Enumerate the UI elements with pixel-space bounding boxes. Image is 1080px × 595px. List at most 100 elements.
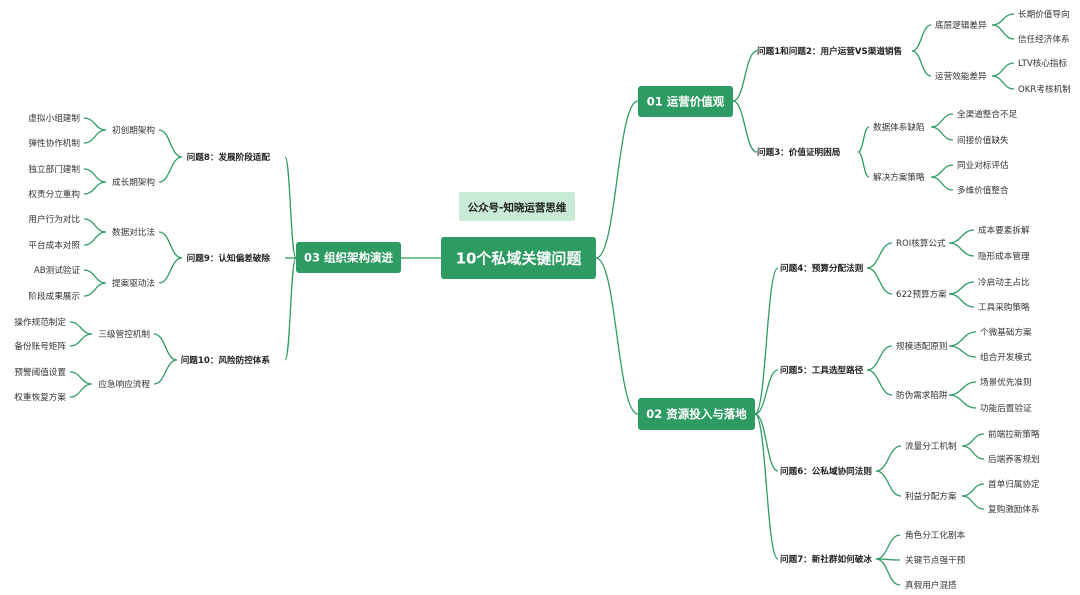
problem-8-sub-1-leaf-2-line xyxy=(83,129,107,144)
problem-10-sub-1-label[interactable]: 三级管控机制 xyxy=(98,328,150,340)
problem-6-label[interactable]: 问题6：公私域协同法则 xyxy=(780,465,872,477)
problem-5-sub-1-leaf-1-label[interactable]: 个微基础方案 xyxy=(980,326,1032,338)
watermark-badge-label: 公众号-知晓运营思维 xyxy=(468,201,567,214)
problem-9-sub-2-leaf-2-label[interactable]: 阶段成果展示 xyxy=(28,290,80,302)
problem-5-sub-1-leaf-2-label[interactable]: 组合开发模式 xyxy=(980,351,1032,363)
problem-1-sub-2-leaf-2-label[interactable]: OKR考核机制 xyxy=(1018,83,1071,95)
problem-5-sub-2-label[interactable]: 防伪需求陷阱 xyxy=(896,389,948,401)
problem-7-label[interactable]: 问题7：新社群如何破冰 xyxy=(780,553,872,565)
problem-4-sub-1-leaf-2-label[interactable]: 隐形成本管理 xyxy=(978,250,1030,262)
problem-2-label[interactable]: 问题3：价值证明困局 xyxy=(757,146,841,158)
problem-1-label[interactable]: 问题1和问题2：用户运营VS渠道销售 xyxy=(757,45,902,57)
problem-7-leaf-2-label[interactable]: 关键节点强干预 xyxy=(905,554,966,566)
branch-02-to-problem-5-line xyxy=(754,369,779,415)
problem-8-sub-2-leaf-1-label[interactable]: 独立部门建制 xyxy=(28,163,80,175)
problem-1-sub-2-leaf-2-line xyxy=(991,75,1015,90)
problem-10-sub-1-leaf-2-label[interactable]: 备份账号矩阵 xyxy=(14,340,66,352)
problem-7-leaf-3-line xyxy=(875,558,901,586)
problem-9-sub-1-line xyxy=(158,231,183,259)
problem-5-label[interactable]: 问题5：工具选型路径 xyxy=(780,364,864,376)
branch-02-to-problem-4-line xyxy=(754,267,779,415)
problem-10-sub-1-leaf-2-line xyxy=(69,333,93,347)
problem-1-sub-2-leaf-1-label[interactable]: LTV核心指标 xyxy=(1018,57,1068,69)
problem-4-sub-2-leaf-1-label[interactable]: 冷启动主占比 xyxy=(978,276,1030,288)
problem-9-sub-1-leaf-1-label[interactable]: 用户行为对比 xyxy=(28,213,80,225)
problem-2-sub-1-label[interactable]: 数据体系缺陷 xyxy=(873,121,925,133)
problem-5-sub-1-label[interactable]: 规模适配原则 xyxy=(896,340,948,352)
problem-6-sub-2-leaf-2-line xyxy=(961,495,985,510)
problem-8-label[interactable]: 问题8：发展阶段适配 xyxy=(187,151,271,163)
problem-4-sub-1-label[interactable]: ROI核算公式 xyxy=(896,237,946,249)
problem-4-label[interactable]: 问题4：预算分配法则 xyxy=(780,262,863,274)
problem-1-sub-1-label[interactable]: 底层逻辑差异 xyxy=(935,19,987,31)
problem-9-sub-1-leaf-2-label[interactable]: 平台成本对照 xyxy=(28,239,80,251)
problem-9-sub-2-line xyxy=(158,257,183,284)
problem-9-sub-1-label[interactable]: 数据对比法 xyxy=(112,226,155,238)
problem-6-sub-1-leaf-1-label[interactable]: 前端拉新策略 xyxy=(988,428,1040,440)
problem-6-sub-2-label[interactable]: 利益分配方案 xyxy=(905,490,957,502)
problem-2-sub-1-leaf-2-label[interactable]: 间接价值缺失 xyxy=(957,134,1009,146)
problem-9-sub-1-leaf-2-line xyxy=(83,231,107,246)
problem-6-sub-1-label[interactable]: 流量分工机制 xyxy=(905,440,957,452)
branch-03-to-problem-8-line xyxy=(284,156,297,259)
problem-6-sub-2-line xyxy=(875,470,902,497)
problem-10-sub-2-leaf-1-label[interactable]: 预警阈值设置 xyxy=(14,366,66,378)
problem-4-sub-2-leaf-2-line xyxy=(948,293,975,308)
problem-8-sub-2-leaf-2-label[interactable]: 权责分立重构 xyxy=(28,188,80,200)
problem-2-sub-2-leaf-2-label[interactable]: 多维价值整合 xyxy=(957,184,1009,196)
branch-02-box[interactable] xyxy=(638,398,755,430)
problem-10-sub-2-leaf-2-line xyxy=(69,383,93,398)
problem-8-sub-1-leaf-1-line xyxy=(83,117,107,131)
problem-5-sub-2-leaf-1-label[interactable]: 场景优先准则 xyxy=(980,376,1032,388)
problem-9-sub-2-leaf-2-line xyxy=(83,282,107,297)
problem-4-sub-1-line xyxy=(866,242,893,269)
problem-2-sub-1-leaf-2-line xyxy=(930,126,954,141)
problem-2-sub-2-leaf-1-label[interactable]: 同业对标评估 xyxy=(957,159,1009,171)
branch-03-label: 03 组织架构演进 xyxy=(304,251,394,265)
problem-9-sub-1-leaf-1-line xyxy=(83,218,107,233)
problem-1-sub-2-leaf-1-line xyxy=(991,62,1015,77)
problem-10-sub-2-leaf-2-label[interactable]: 权重恢复方案 xyxy=(14,391,66,403)
problem-4-sub-2-label[interactable]: 622预算方案 xyxy=(896,288,947,300)
problem-2-sub-2-line xyxy=(857,151,870,178)
problem-10-sub-2-line xyxy=(153,359,178,385)
branch-03-box[interactable] xyxy=(296,242,401,273)
problem-10-label[interactable]: 问题10：风险防控体系 xyxy=(181,354,271,366)
problem-10-sub-1-leaf-1-label[interactable]: 操作规范制定 xyxy=(14,316,66,328)
central-topic-box[interactable] xyxy=(441,237,596,279)
problem-8-sub-1-leaf-2-label[interactable]: 弹性协作机制 xyxy=(28,137,80,149)
problem-5-sub-1-line xyxy=(866,345,893,371)
problem-1-sub-2-label[interactable]: 运营效能差异 xyxy=(935,70,987,82)
root-to-branch-01-line xyxy=(595,100,639,259)
problem-4-sub-2-leaf-2-label[interactable]: 工具采购策略 xyxy=(978,301,1030,313)
problem-9-sub-2-leaf-1-label[interactable]: AB测试验证 xyxy=(34,264,81,276)
problem-5-sub-2-leaf-2-label[interactable]: 功能后置验证 xyxy=(980,402,1032,414)
problem-4-sub-1-leaf-1-label[interactable]: 成本要素拆解 xyxy=(978,224,1030,236)
problem-2-sub-2-label[interactable]: 解决方案策略 xyxy=(873,171,925,183)
problem-6-sub-1-line xyxy=(875,445,902,472)
problem-6-sub-2-leaf-2-label[interactable]: 复购激励体系 xyxy=(988,503,1040,515)
problem-2-sub-2-leaf-1-line xyxy=(930,164,954,178)
problem-7-leaf-3-label[interactable]: 真假用户混搭 xyxy=(905,579,957,591)
problem-9-sub-2-label[interactable]: 提案驱动法 xyxy=(112,277,155,289)
problem-10-sub-2-leaf-1-line xyxy=(69,371,93,385)
problem-7-leaf-1-label[interactable]: 角色分工化剧本 xyxy=(905,529,966,541)
problem-1-sub-1-leaf-1-label[interactable]: 长期价值导向 xyxy=(1018,8,1070,20)
branch-01-to-problem-2-line xyxy=(732,100,758,153)
problem-9-label[interactable]: 问题9：认知偏差破除 xyxy=(187,252,271,264)
watermark-badge-background xyxy=(459,192,575,221)
problem-9-sub-2-leaf-1-line xyxy=(83,269,107,284)
problem-8-sub-2-leaf-2-line xyxy=(83,181,107,195)
problem-10-sub-2-label[interactable]: 应急响应流程 xyxy=(98,378,150,390)
problem-6-sub-2-leaf-1-label[interactable]: 首单归属协定 xyxy=(988,478,1040,490)
problem-8-sub-2-label[interactable]: 成长期架构 xyxy=(112,176,155,188)
problem-8-sub-1-label[interactable]: 初创期架构 xyxy=(112,124,155,136)
branch-01-box[interactable] xyxy=(638,86,733,117)
problem-2-sub-1-leaf-1-label[interactable]: 全渠道整合不足 xyxy=(957,108,1018,120)
problem-5-sub-2-leaf-1-line xyxy=(948,381,977,396)
problem-8-sub-1-leaf-1-label[interactable]: 虚拟小组建制 xyxy=(28,112,80,124)
problem-1-sub-1-leaf-2-label[interactable]: 信任经济体系 xyxy=(1018,33,1070,45)
branch-02-to-problem-7-line xyxy=(754,413,779,560)
problem-6-sub-1-leaf-2-label[interactable]: 后端养客规划 xyxy=(988,453,1040,465)
